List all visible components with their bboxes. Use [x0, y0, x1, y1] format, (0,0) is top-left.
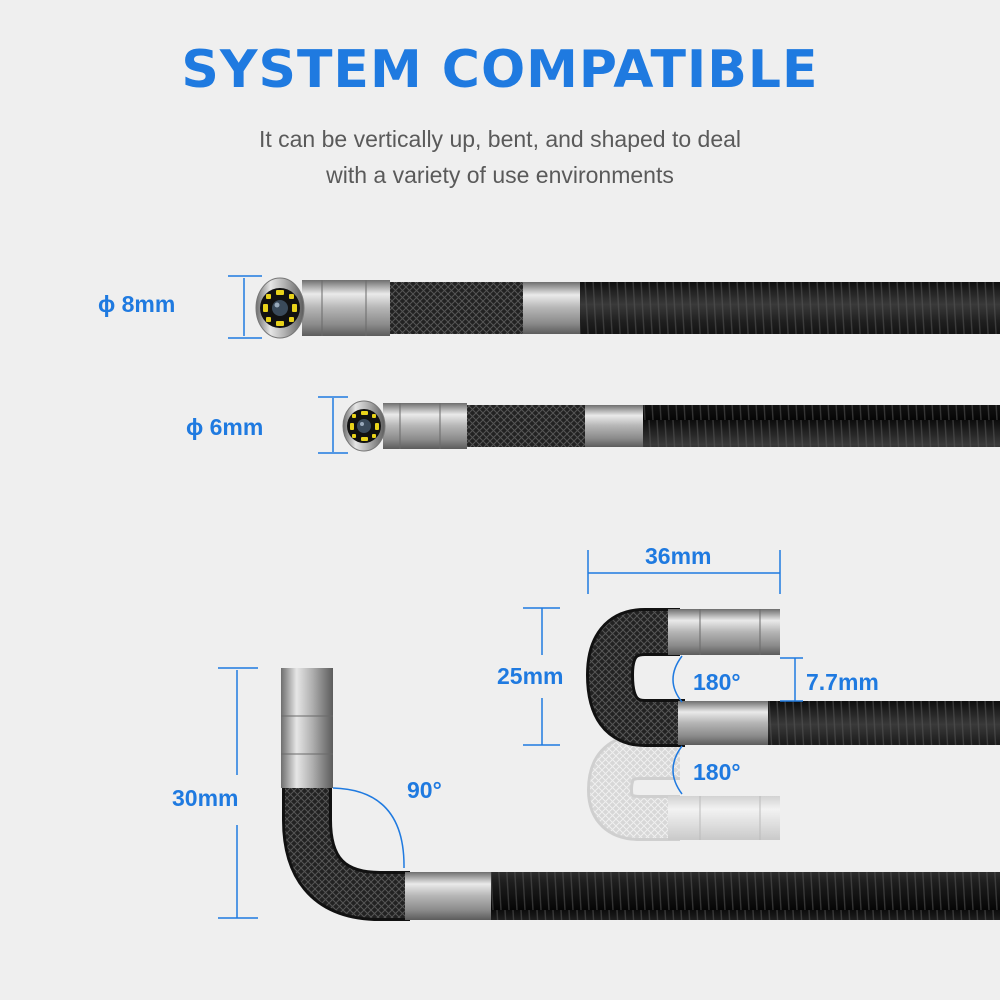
bend-90-cable [281, 668, 1000, 921]
probe-6mm [342, 400, 1000, 452]
angle-180-arc [672, 655, 683, 703]
angle-180-ghost-label: 180° [693, 759, 741, 785]
offset-7-7mm-label: 7.7mm [806, 669, 879, 695]
coil-cable [490, 872, 1000, 920]
braided-section [465, 405, 585, 447]
diameter-8mm-label: ϕ 8mm [98, 291, 176, 317]
metal-sleeve [583, 405, 643, 447]
bend-180-cable [585, 608, 1000, 747]
height-25mm-label: 25mm [497, 663, 564, 689]
angle-90-label: 90° [407, 777, 442, 803]
angle-180-ghost-arc [672, 745, 683, 795]
page-title: SYSTEM COMPATIBLE [181, 40, 819, 100]
braided-section [388, 282, 523, 334]
height-25mm-marker [523, 607, 560, 746]
metal-tip [383, 403, 467, 449]
length-30mm-marker [218, 667, 258, 919]
angle-90-arc [332, 787, 405, 869]
led-ring-icon [263, 290, 297, 326]
metal-sleeve [520, 282, 580, 334]
length-30mm-label: 30mm [172, 785, 239, 811]
metal-tip [668, 609, 780, 655]
angle-180-label: 180° [693, 669, 741, 695]
width-36mm-marker [587, 550, 781, 594]
subtitle-line-2: with a variety of use environments [326, 162, 674, 188]
coil-cable [765, 701, 1000, 745]
coil-cable [640, 405, 1000, 447]
diameter-6mm-marker [318, 396, 348, 454]
width-36mm-label: 36mm [645, 543, 712, 569]
offset-7-7mm-marker [780, 657, 803, 702]
metal-tip [281, 668, 333, 788]
metal-tip [302, 280, 390, 336]
led-ring-icon [350, 411, 379, 441]
probe-8mm [255, 277, 1000, 339]
diameter-8mm-marker [228, 275, 262, 339]
metal-sleeve [678, 701, 768, 745]
bend-180-ghost [586, 734, 780, 841]
subtitle-line-1: It can be vertically up, bent, and shape… [258, 126, 742, 152]
coil-cable [575, 282, 1000, 334]
diameter-6mm-label: ϕ 6mm [186, 414, 264, 440]
metal-sleeve [405, 872, 491, 920]
